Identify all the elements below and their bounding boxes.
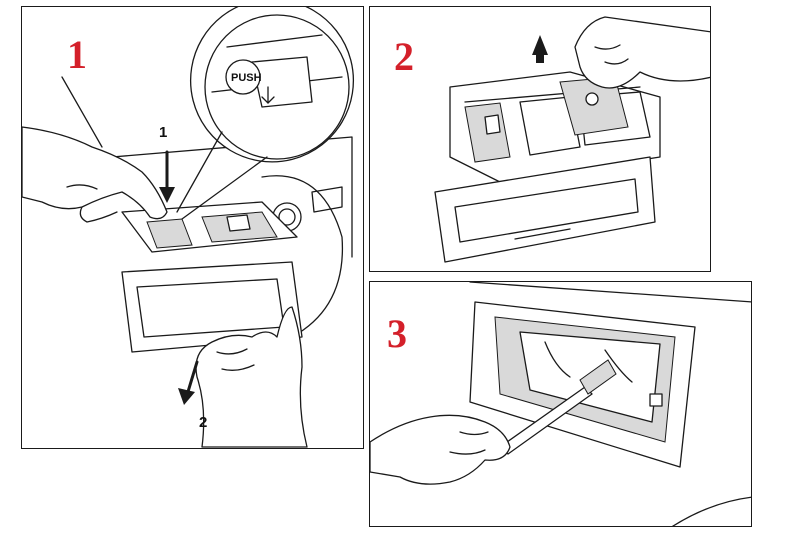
callout-2: 2 bbox=[199, 414, 208, 431]
step-number-3: 3 bbox=[387, 311, 407, 356]
panel-step-2: 2 bbox=[369, 6, 711, 272]
callout-1: 1 bbox=[159, 124, 168, 141]
step-number-1: 1 bbox=[67, 32, 87, 77]
insert-removal-illustration bbox=[370, 7, 710, 272]
push-label: PUSH bbox=[231, 72, 262, 84]
step-number-2: 2 bbox=[394, 34, 414, 79]
panel-step-3: 3 bbox=[369, 281, 752, 527]
panel-step-1: PUSH 1 1 2 bbox=[21, 6, 364, 449]
drawer-release-illustration: PUSH bbox=[22, 7, 364, 449]
recess-cleaning-illustration bbox=[370, 282, 752, 527]
